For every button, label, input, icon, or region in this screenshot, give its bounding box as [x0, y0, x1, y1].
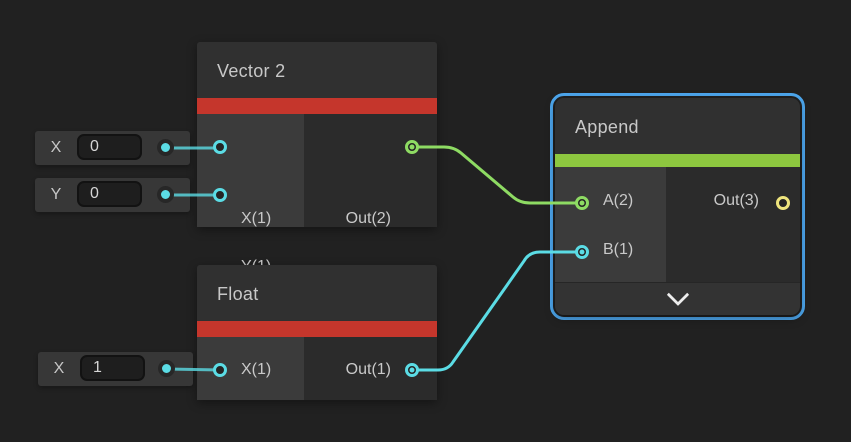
inline-value-label: X — [50, 139, 62, 156]
inline-value-label: X — [53, 360, 65, 377]
float-inline-value-x: X — [38, 352, 193, 386]
float-node-body: X(1) Out(1) — [197, 337, 437, 400]
append-output-port[interactable] — [776, 196, 790, 210]
append-input-label-a: A(2) — [603, 192, 634, 209]
vector2-output-column — [304, 114, 437, 227]
vector2-node-title: Vector 2 — [197, 42, 437, 98]
append-node-body: A(2) B(1) Out(3) — [555, 167, 800, 283]
float-node-title: Float — [197, 265, 437, 321]
float-x-value-field[interactable] — [80, 355, 145, 381]
vector2-node[interactable]: Vector 2 X(1) Y(1) Out(2) — [197, 42, 437, 275]
vector2-accent-bar — [197, 98, 437, 114]
append-output-label: Out(3) — [713, 192, 759, 209]
vector2-input-column — [197, 114, 304, 227]
vector2-inline-value-y: Y — [35, 178, 190, 212]
append-accent-bar — [555, 154, 800, 167]
vector2-x-value-field[interactable] — [77, 134, 142, 160]
append-collapse-button[interactable] — [555, 282, 800, 315]
vector2-input-label-x: X(1) — [241, 210, 272, 227]
append-input-column — [555, 167, 666, 283]
vector2-output-label: Out(2) — [345, 210, 391, 227]
append-node-selection-border: Append A(2) B(1) Out(3) — [550, 93, 805, 320]
float-output-port[interactable] — [405, 363, 419, 377]
vector2-y-connector-dot[interactable] — [157, 186, 174, 203]
vector2-input-port-y[interactable] — [213, 188, 227, 202]
vector2-x-connector-dot[interactable] — [157, 139, 174, 156]
vector2-y-value-field[interactable] — [77, 181, 142, 207]
append-input-port-a[interactable] — [575, 196, 589, 210]
append-node[interactable]: Append A(2) B(1) Out(3) — [555, 98, 800, 315]
inline-value-label: Y — [50, 186, 62, 203]
vector2-output-port[interactable] — [405, 140, 419, 154]
edge-vector2-out-to-append-a[interactable] — [410, 145, 584, 205]
edge-float-out-to-append-b[interactable] — [410, 250, 584, 372]
float-input-port-x[interactable] — [213, 363, 227, 377]
float-accent-bar — [197, 321, 437, 337]
chevron-down-icon — [666, 283, 689, 307]
float-input-label-x: X(1) — [241, 361, 272, 378]
append-output-column — [666, 167, 800, 283]
vector2-input-port-x[interactable] — [213, 140, 227, 154]
float-output-label: Out(1) — [345, 361, 391, 378]
append-input-port-b[interactable] — [575, 245, 589, 259]
float-node[interactable]: Float X(1) Out(1) — [197, 265, 437, 400]
append-input-label-b: B(1) — [603, 241, 634, 258]
float-x-connector-dot[interactable] — [158, 360, 175, 377]
vector2-node-body: X(1) Y(1) Out(2) — [197, 114, 437, 275]
append-node-title: Append — [555, 98, 800, 154]
edge-inline-x-to-float[interactable] — [165, 367, 223, 372]
